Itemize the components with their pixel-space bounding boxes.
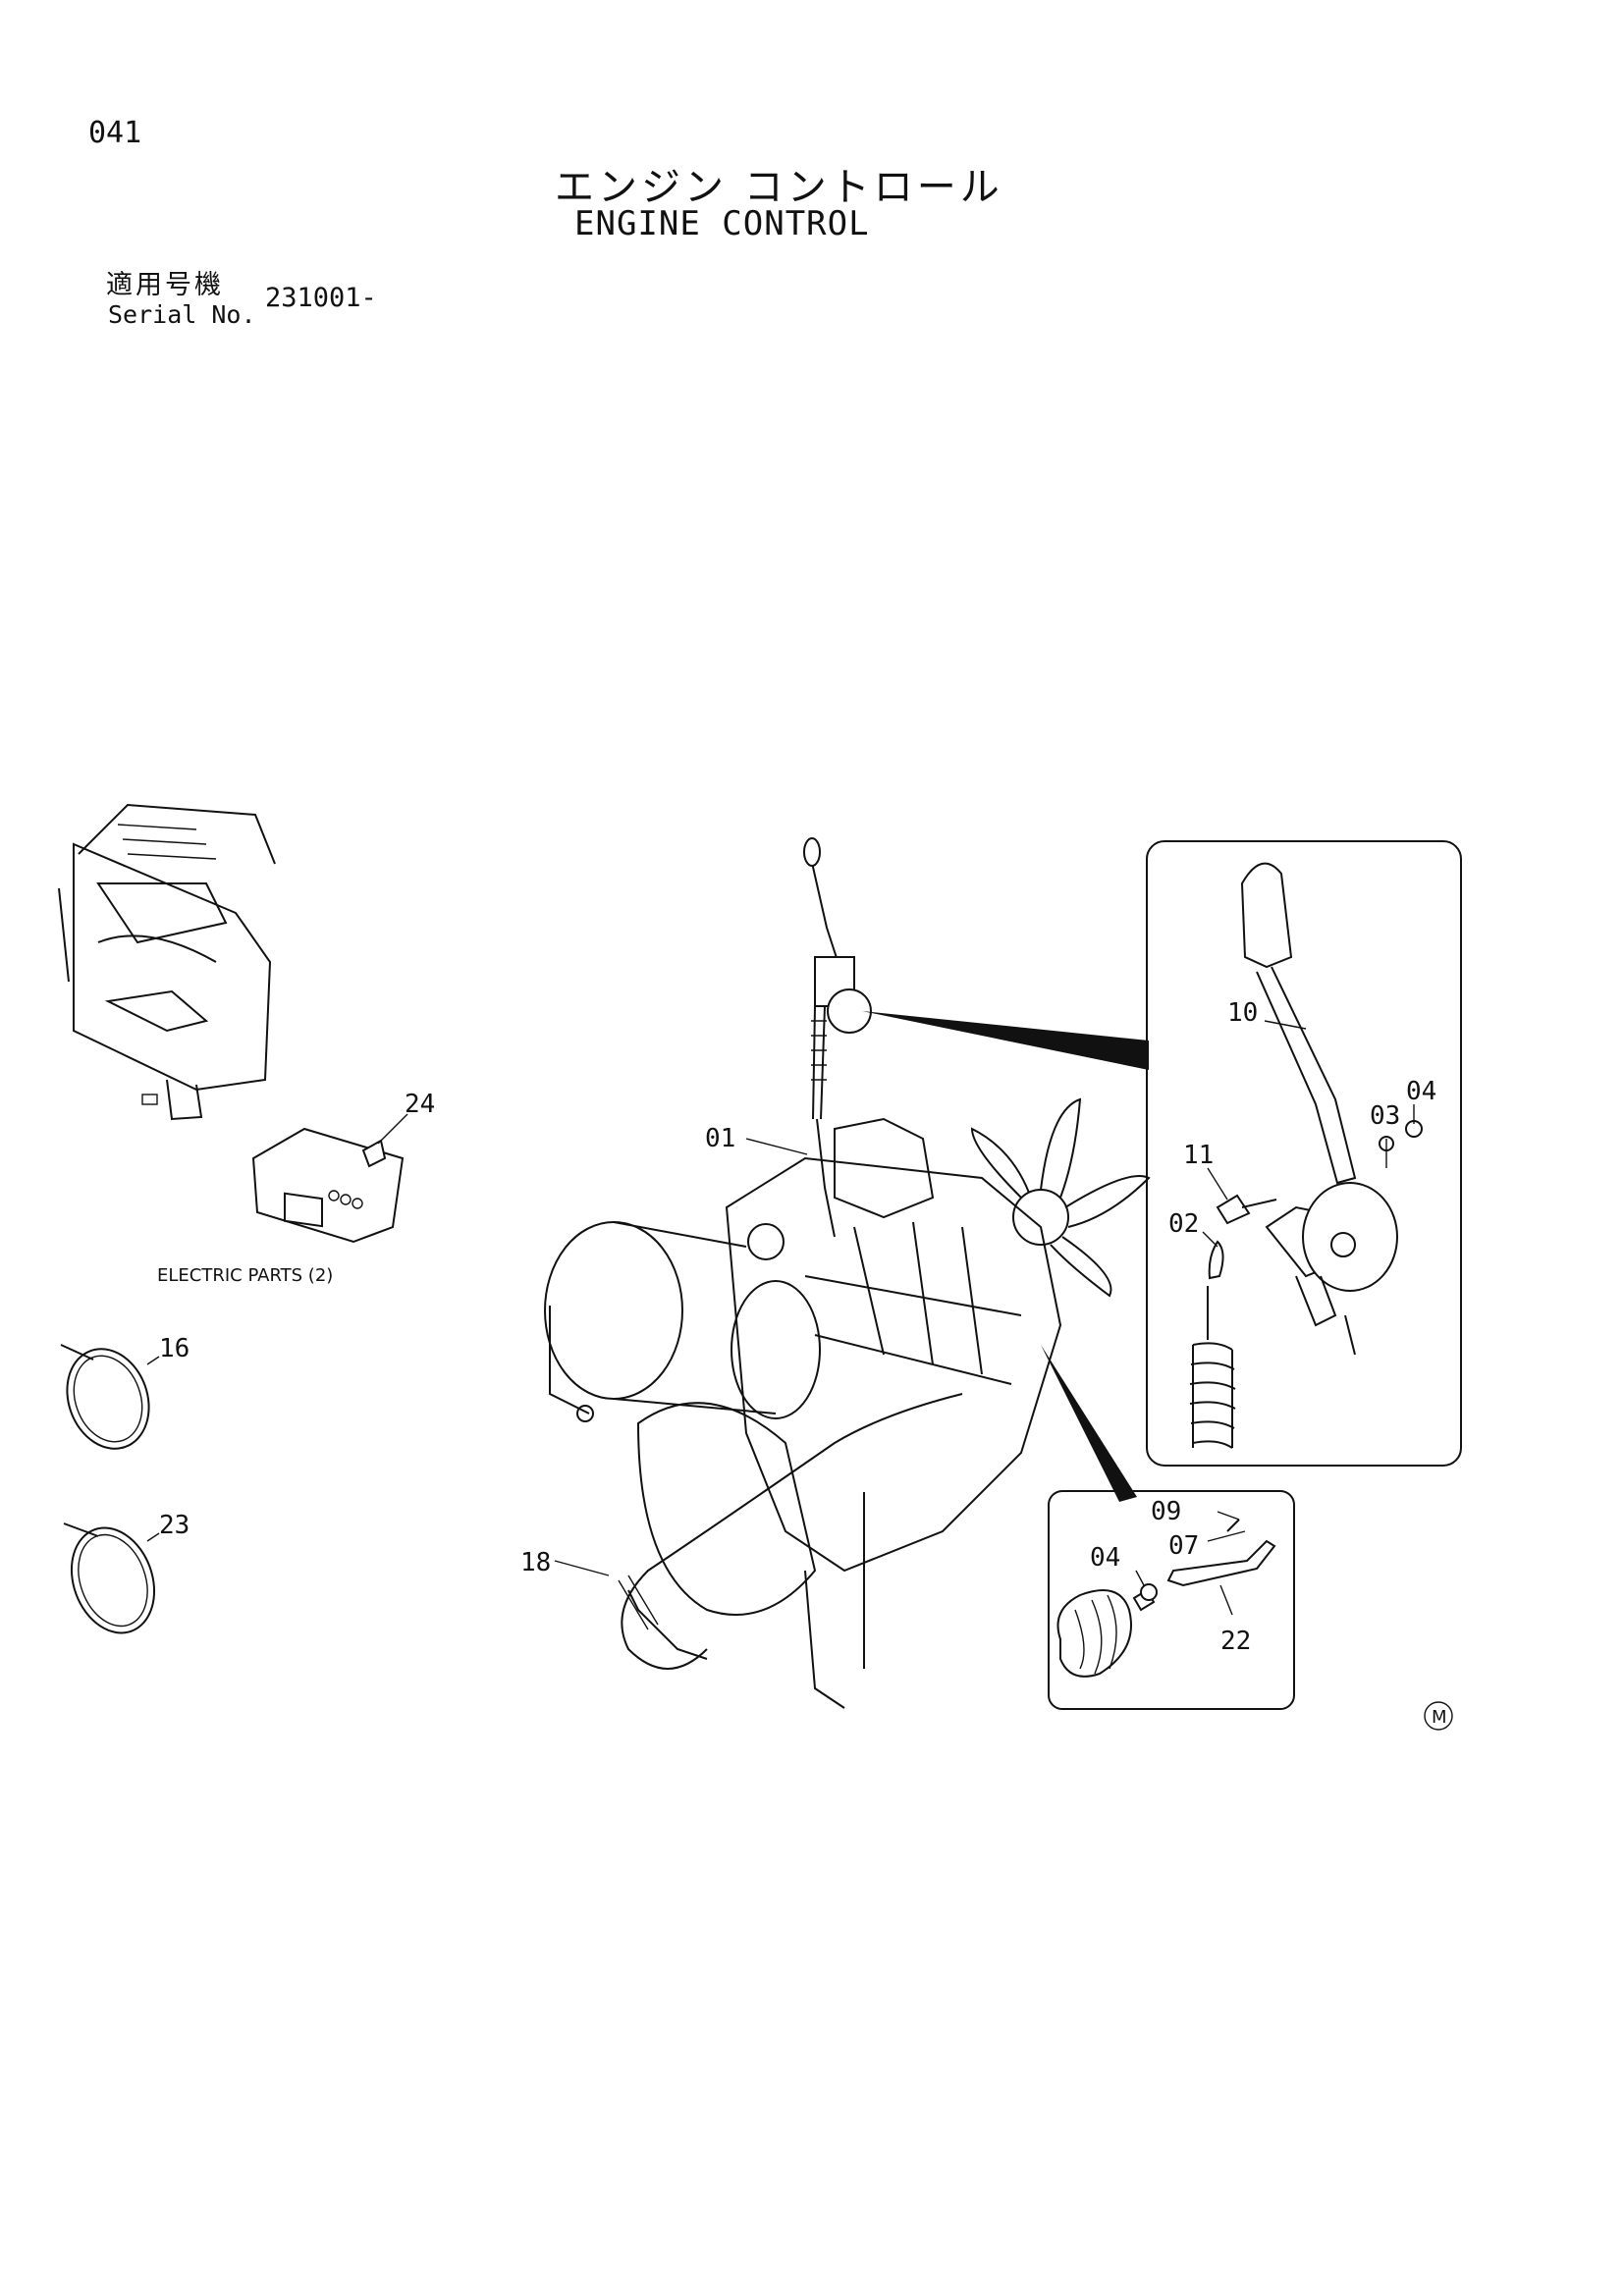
serial-number-value: 231001- (265, 283, 377, 313)
callout-23: 23 (159, 1511, 189, 1540)
cable-tie-16-illustration (60, 1344, 160, 1450)
serial-label-japanese: 適用号機 (106, 270, 224, 300)
callout-02: 02 (1168, 1209, 1199, 1239)
callout-18: 18 (520, 1548, 551, 1577)
callout-09: 09 (1151, 1497, 1181, 1526)
callout-10: 10 (1227, 998, 1258, 1028)
manual-mark-circle (1424, 1701, 1453, 1731)
title-english: ENGINE CONTROL (574, 204, 870, 243)
excavator-illustration (58, 803, 276, 1121)
detail-leader-lower (1041, 1345, 1137, 1502)
callout-04-upper: 04 (1406, 1077, 1436, 1106)
callout-03: 03 (1370, 1101, 1400, 1131)
cable-tie-23-illustration (63, 1522, 160, 1634)
callout-24: 24 (405, 1090, 435, 1119)
electric-parts-label: ELECTRIC PARTS (2) (157, 1265, 333, 1286)
manual-mark: M (1432, 1707, 1447, 1728)
detail-box-boot (1048, 1490, 1295, 1710)
callout-07: 07 (1168, 1531, 1199, 1561)
title-japanese: エンジン コントロール (555, 165, 1003, 210)
page-number: 041 (88, 116, 142, 150)
callout-22: 22 (1220, 1627, 1251, 1656)
electric-panel-illustration (251, 1113, 408, 1244)
fan-illustration (970, 1097, 1151, 1298)
callout-04-lower: 04 (1090, 1543, 1120, 1573)
serial-label-english: Serial No. (108, 300, 256, 329)
engine-illustration (544, 837, 1151, 1709)
detail-box-lever (1146, 840, 1462, 1467)
callout-01: 01 (705, 1124, 735, 1153)
callout-11: 11 (1183, 1141, 1214, 1170)
throttle-lever-small-illustration (803, 837, 872, 1238)
callout-16: 16 (159, 1334, 189, 1363)
detail-leader-upper (862, 1011, 1149, 1070)
